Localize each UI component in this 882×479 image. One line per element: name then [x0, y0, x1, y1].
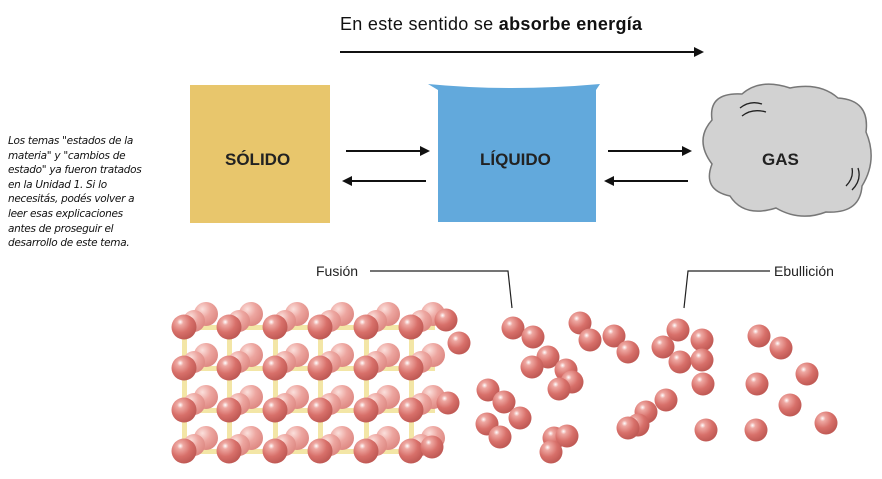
- particle: [398, 438, 424, 464]
- particle: [447, 331, 471, 355]
- particle: [539, 440, 563, 464]
- particle: [508, 406, 532, 430]
- particle: [171, 314, 197, 340]
- particle: [814, 411, 838, 435]
- particle: [747, 324, 771, 348]
- lattice-bond: [180, 408, 435, 413]
- particle: [434, 308, 458, 332]
- particle: [171, 397, 197, 423]
- particle: [398, 355, 424, 381]
- particle: [744, 418, 768, 442]
- particle: [745, 372, 769, 396]
- lattice-bond: [273, 315, 278, 460]
- particle: [307, 438, 333, 464]
- particle: [668, 350, 692, 374]
- particle: [521, 325, 545, 349]
- particle: [690, 328, 714, 352]
- lattice-bond: [227, 315, 232, 460]
- particle: [602, 324, 626, 348]
- particle: [795, 362, 819, 386]
- boiling-leader-line: [683, 270, 770, 309]
- particle: [694, 418, 718, 442]
- particle: [353, 355, 379, 381]
- lattice-bond: [409, 315, 414, 460]
- particle: [492, 390, 516, 414]
- particle: [654, 388, 678, 412]
- particle: [488, 425, 512, 449]
- lattice-bond: [318, 315, 323, 460]
- header-title: En este sentido se absorbe energía: [340, 14, 642, 35]
- particle: [616, 340, 640, 364]
- fusion-caption: Fusión: [316, 263, 359, 279]
- particle: [353, 314, 379, 340]
- gas-cloud: [702, 83, 872, 217]
- particle: [520, 355, 544, 379]
- particle: [262, 355, 288, 381]
- particle: [171, 438, 197, 464]
- particle: [353, 397, 379, 423]
- lattice-bond: [180, 366, 435, 371]
- particle: [651, 335, 675, 359]
- particle: [555, 424, 579, 448]
- liquid-box: [428, 84, 600, 222]
- particle: [216, 314, 242, 340]
- gas-label: GAS: [762, 150, 799, 169]
- particle: [420, 435, 444, 459]
- particle: [307, 314, 333, 340]
- particle: [307, 355, 333, 381]
- particle: [216, 397, 242, 423]
- header-bold: absorbe energía: [498, 14, 643, 34]
- particle: [690, 348, 714, 372]
- particle: [547, 377, 571, 401]
- particle: [616, 416, 640, 440]
- liquid-label: LÍQUIDO: [480, 150, 551, 169]
- particle: [353, 438, 379, 464]
- particle: [436, 391, 460, 415]
- solid-label: SÓLIDO: [225, 150, 291, 169]
- particle: [262, 397, 288, 423]
- solid-box: [190, 85, 330, 223]
- lattice-bond: [180, 325, 435, 330]
- gas-motion-marks: [739, 102, 860, 191]
- particle: [578, 328, 602, 352]
- particle: [769, 336, 793, 360]
- particle: [171, 355, 197, 381]
- lattice-bond: [180, 449, 435, 454]
- fusion-leader-line: [370, 270, 513, 309]
- particle: [262, 314, 288, 340]
- particle: [398, 397, 424, 423]
- particle: [398, 314, 424, 340]
- solid-lattice: [171, 302, 445, 464]
- side-note: Los temas "estados de la materia" y "cam…: [8, 135, 142, 250]
- particle: [476, 378, 500, 402]
- lattice-bond: [182, 315, 187, 460]
- liquid-gas-particles: [420, 308, 838, 464]
- particle: [666, 318, 690, 342]
- particle: [262, 438, 288, 464]
- particle: [307, 397, 333, 423]
- particle: [568, 311, 592, 335]
- header-prefix: En este sentido se: [340, 14, 499, 34]
- boiling-caption: Ebullición: [774, 263, 834, 279]
- particle: [691, 372, 715, 396]
- lattice-bond: [364, 315, 369, 460]
- particle: [216, 355, 242, 381]
- particle: [501, 316, 525, 340]
- particle: [778, 393, 802, 417]
- particle: [216, 438, 242, 464]
